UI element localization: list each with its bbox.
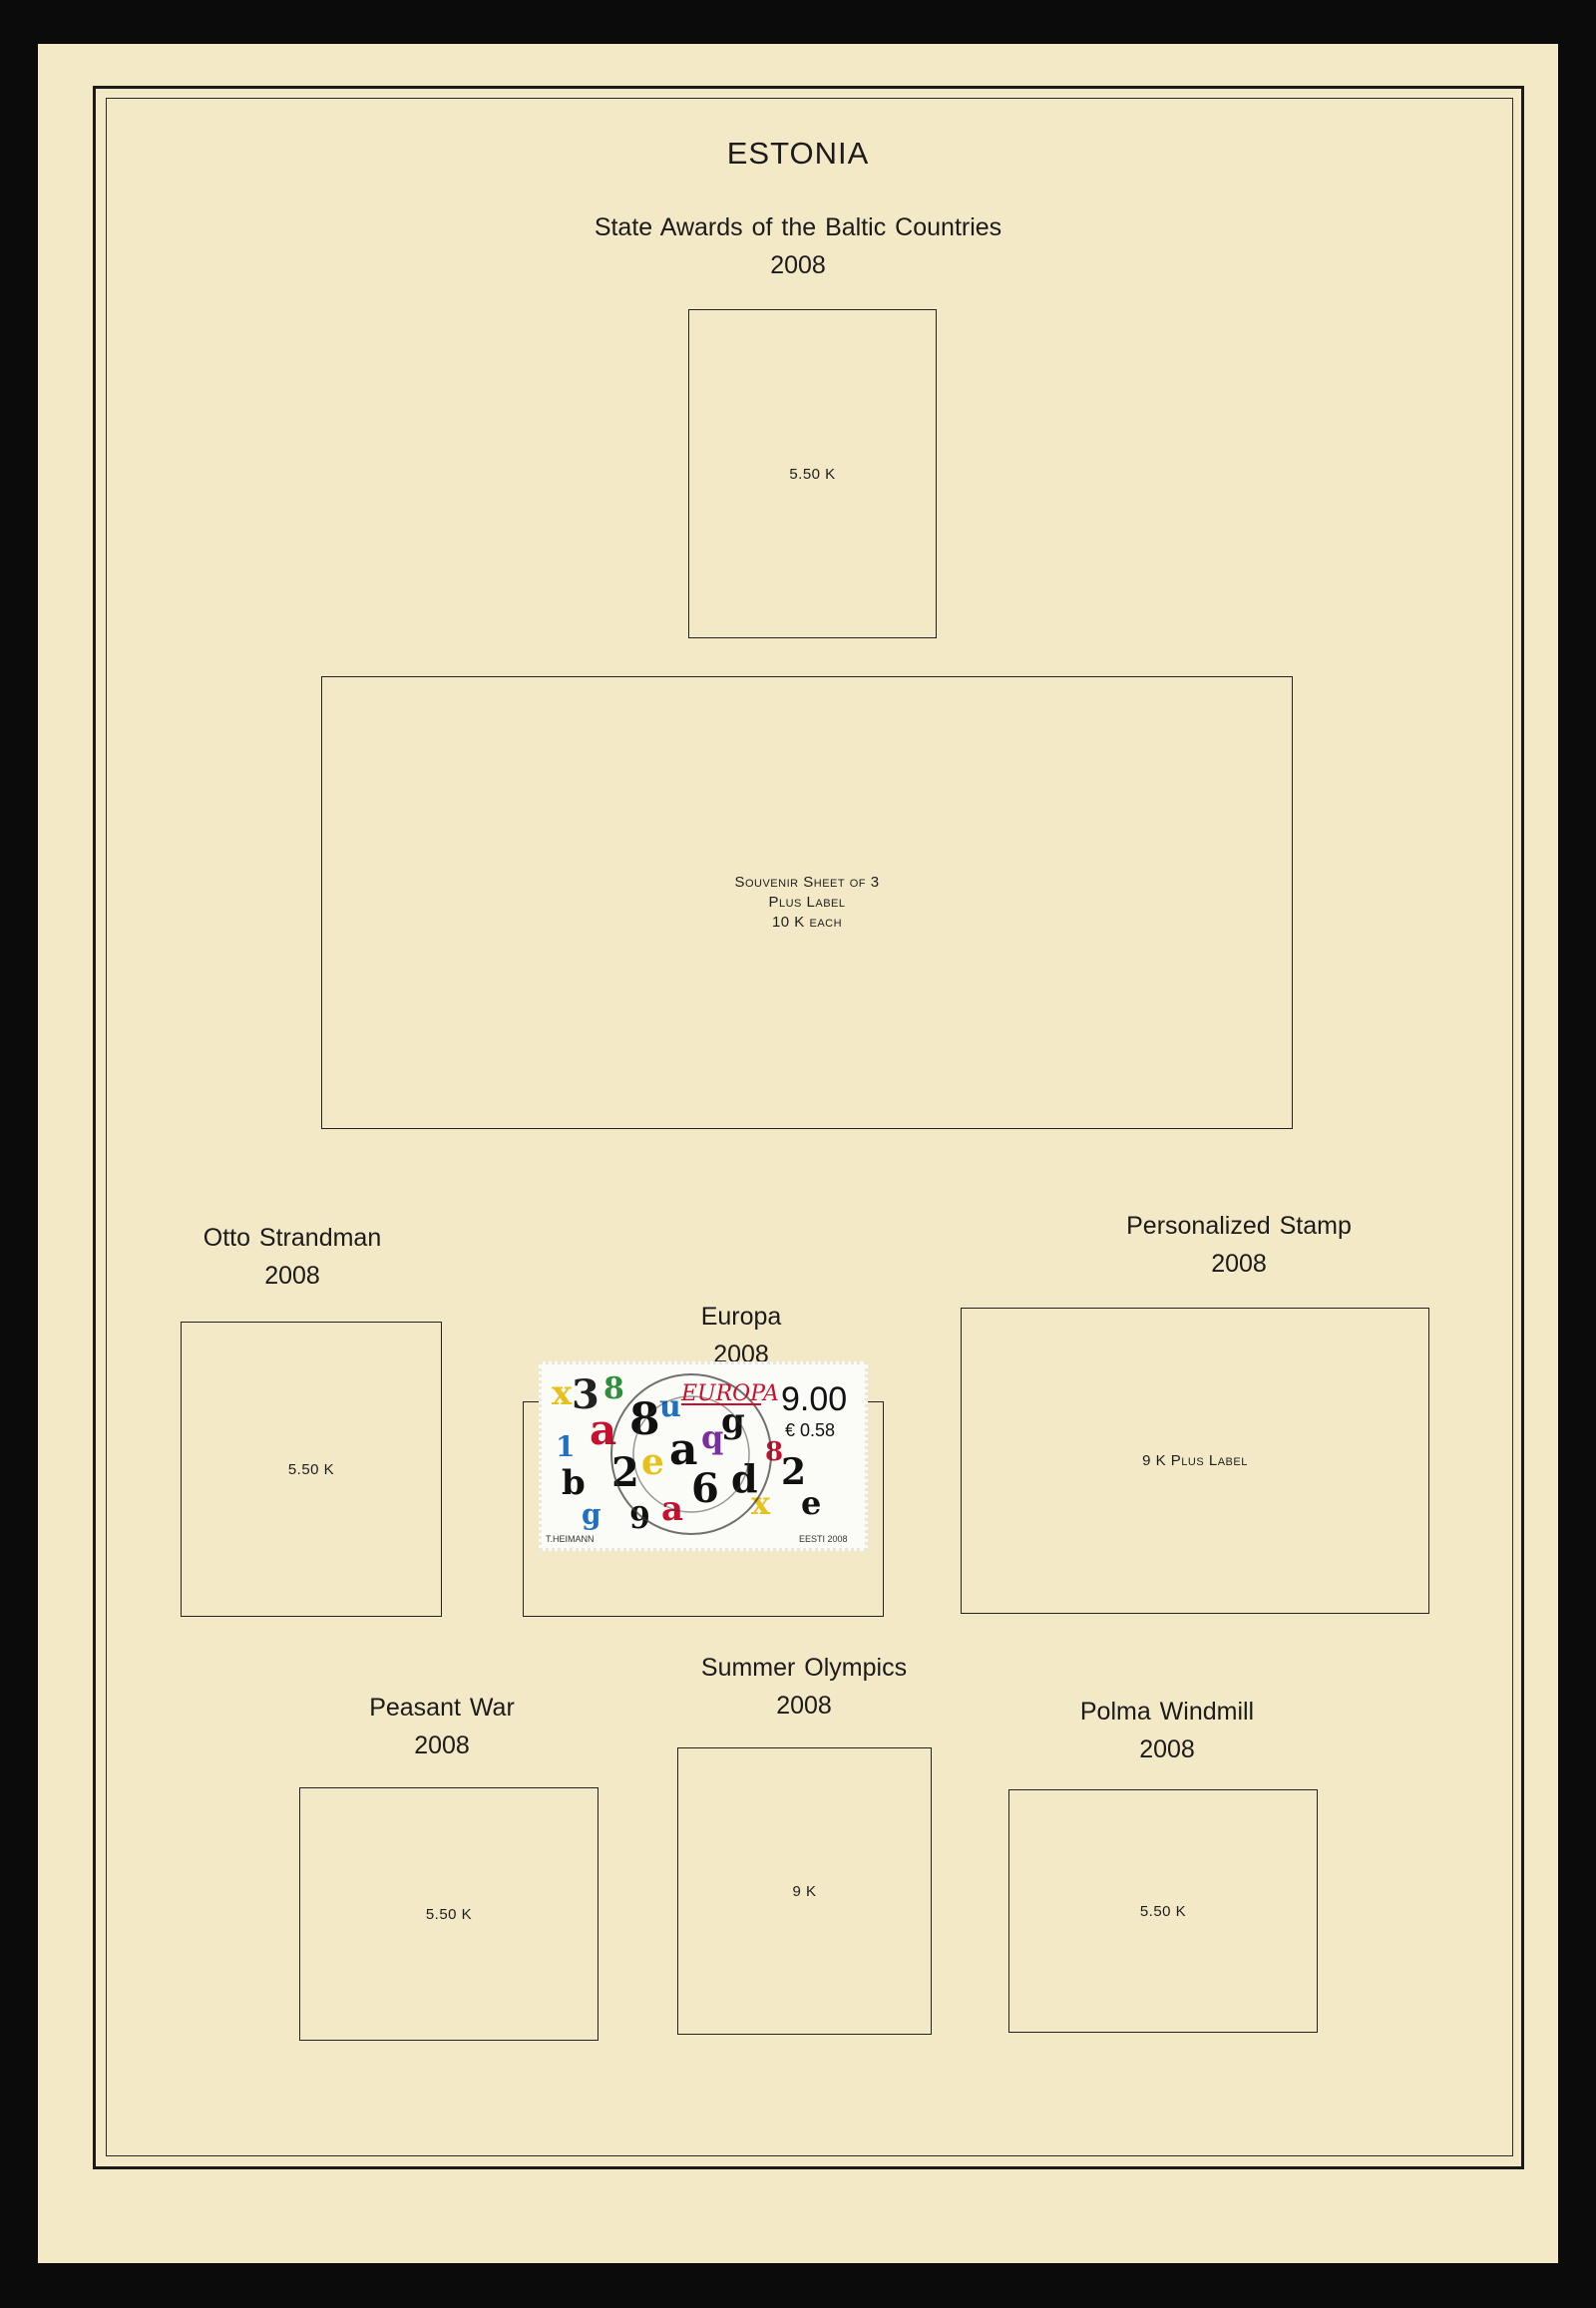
stamp-designer: T.HEIMANN — [546, 1534, 595, 1544]
polma-windmill-year: 2008 — [1139, 1735, 1195, 1763]
svg-text:x: x — [552, 1373, 573, 1413]
souvenir-sheet-line-3: 10 K each — [771, 914, 843, 931]
otto-strandman-year: 2008 — [264, 1262, 320, 1290]
svg-text:2: 2 — [781, 1451, 806, 1493]
stamp-value: 9.00 — [781, 1380, 847, 1418]
souvenir-sheet-box[interactable]: Souvenir Sheet of 3 Plus Label 10 K each — [321, 676, 1293, 1129]
personalized-stamp-title: Personalized Stamp — [1126, 1212, 1352, 1240]
country-title: ESTONIA — [726, 136, 870, 171]
souvenir-sheet-line-2: Plus Label — [768, 894, 846, 911]
polma-windmill-heading: Polma Windmill 2008 — [1017, 1693, 1317, 1768]
summer-olympics-stamp-box[interactable]: 9 K — [677, 1747, 932, 2035]
page-border-outer — [93, 86, 1524, 2169]
polma-windmill-title: Polma Windmill — [1079, 1698, 1255, 1726]
page-border-inner — [106, 98, 1513, 2156]
peasant-war-stamp-box[interactable]: 5.50 K — [299, 1787, 598, 2041]
svg-text:x: x — [751, 1484, 771, 1522]
polma-windmill-box-label: 5.50 K — [1139, 1902, 1187, 1920]
otto-strandman-box-label: 5.50 K — [287, 1460, 335, 1478]
souvenir-sheet-line-1: Souvenir Sheet of 3 — [734, 874, 880, 891]
summer-olympics-heading: Summer Olympics 2008 — [654, 1649, 954, 1725]
summer-olympics-year: 2008 — [776, 1692, 832, 1720]
svg-text:a: a — [669, 1424, 698, 1475]
otto-strandman-title: Otto Strandman — [202, 1224, 382, 1252]
personalized-stamp-box-label: 9 K Plus Label — [1142, 1452, 1248, 1469]
otto-strandman-heading: Otto Strandman 2008 — [143, 1219, 442, 1295]
svg-text:6: 6 — [691, 1465, 719, 1512]
europa-stamp-artwork: x 3 8 a 1 8 u b 2 e a q g 6 a d x 2 e g … — [542, 1364, 865, 1548]
personalized-stamp-box[interactable]: 9 K Plus Label — [961, 1308, 1429, 1614]
peasant-war-box-label: 5.50 K — [425, 1905, 473, 1923]
otto-strandman-stamp-box[interactable]: 5.50 K — [181, 1322, 442, 1617]
svg-text:8: 8 — [603, 1371, 624, 1406]
state-awards-box-label: 5.50 K — [789, 465, 836, 483]
svg-text:e: e — [641, 1441, 664, 1483]
summer-olympics-title: Summer Olympics — [700, 1654, 908, 1682]
europa-title: Europa — [700, 1303, 782, 1331]
svg-text:e: e — [801, 1484, 821, 1522]
peasant-war-title: Peasant War — [369, 1694, 515, 1722]
svg-text:b: b — [562, 1463, 586, 1503]
svg-text:g: g — [721, 1401, 745, 1441]
svg-text:g: g — [582, 1498, 601, 1531]
svg-text:8: 8 — [765, 1437, 783, 1467]
europa-stamp: x 3 8 a 1 8 u b 2 e a q g 6 a d x 2 e g … — [539, 1361, 868, 1551]
svg-text:2: 2 — [611, 1449, 639, 1496]
peasant-war-heading: Peasant War 2008 — [292, 1689, 592, 1764]
personalized-stamp-year: 2008 — [1211, 1250, 1267, 1278]
state-awards-title: State Awards of the Baltic Countries — [594, 213, 1002, 241]
album-page: ESTONIA State Awards of the Baltic Count… — [38, 44, 1558, 2263]
state-awards-heading: State Awards of the Baltic Countries 200… — [38, 208, 1558, 284]
peasant-war-year: 2008 — [414, 1731, 470, 1759]
svg-text:3: 3 — [572, 1371, 599, 1418]
svg-text:u: u — [659, 1389, 681, 1424]
souvenir-sheet-label: Souvenir Sheet of 3 Plus Label 10 K each — [734, 873, 879, 933]
stamp-country-year: EESTI 2008 — [799, 1534, 848, 1544]
state-awards-year: 2008 — [770, 251, 826, 279]
svg-text:q: q — [701, 1418, 723, 1456]
europa-logo-text: EUROPA — [680, 1381, 779, 1406]
svg-text:1: 1 — [556, 1430, 575, 1463]
stamp-euro-value: € 0.58 — [785, 1420, 835, 1440]
personalized-stamp-heading: Personalized Stamp 2008 — [1039, 1207, 1438, 1283]
svg-text:9: 9 — [629, 1501, 650, 1536]
state-awards-stamp-box[interactable]: 5.50 K — [688, 309, 937, 638]
summer-olympics-box-label: 9 K — [792, 1882, 817, 1900]
polma-windmill-stamp-box[interactable]: 5.50 K — [1008, 1789, 1318, 2033]
